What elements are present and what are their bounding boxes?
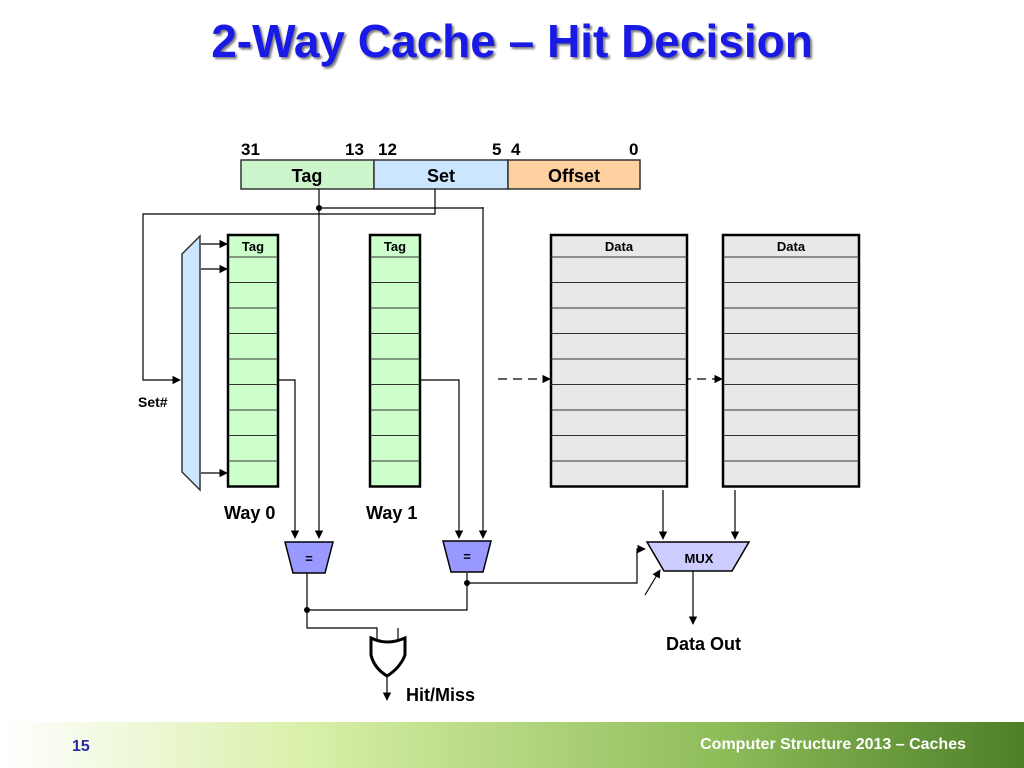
or-gate xyxy=(369,635,407,678)
set-decoder xyxy=(181,234,201,492)
array-header: Data xyxy=(777,239,806,254)
set-index-wire xyxy=(142,189,436,385)
way0-tag-out-wire xyxy=(279,379,300,539)
array-frame xyxy=(549,233,689,488)
set-number-label: Set# xyxy=(138,394,168,410)
comparator-way1-label: = xyxy=(463,549,471,564)
array-header: Data xyxy=(605,239,634,254)
array-frame xyxy=(368,233,422,488)
bit-31-label: 31 xyxy=(241,140,260,159)
data-array-way1: Data xyxy=(721,233,861,488)
way1-tag-out-wire xyxy=(420,379,464,539)
footer-caption: Computer Structure 2013 – Caches xyxy=(700,736,966,753)
tag-field xyxy=(240,159,375,190)
array-header: Tag xyxy=(384,239,406,254)
bit-5-label: 5 xyxy=(492,140,501,159)
cmp1-to-mux-wire xyxy=(466,544,646,584)
hit-miss-label: Hit/Miss xyxy=(406,685,475,705)
array-frame xyxy=(721,233,861,488)
bit-0-label: 0 xyxy=(629,140,638,159)
data-out-label: Data Out xyxy=(666,634,741,654)
offset-field-label: Offset xyxy=(548,166,600,186)
set-field xyxy=(373,159,509,190)
tag-array-way0: Tag xyxy=(226,233,280,488)
array-header: Tag xyxy=(242,239,264,254)
bit-13-label: 13 xyxy=(345,140,364,159)
tag-field-label: Tag xyxy=(292,166,323,186)
page-number: 15 xyxy=(72,738,90,755)
address-register: Tag Set Offset xyxy=(240,159,641,190)
set-field-label: Set xyxy=(427,166,455,186)
way-0-label: Way 0 xyxy=(224,503,275,523)
data-array-way0: Data xyxy=(549,233,689,488)
cmp1-to-or-wire xyxy=(307,583,468,611)
bit-12-label: 12 xyxy=(378,140,397,159)
bit-4-label: 4 xyxy=(511,140,521,159)
cmp0-to-or-wire xyxy=(306,573,378,639)
tag-array-way1: Tag xyxy=(368,233,422,488)
way-1-label: Way 1 xyxy=(366,503,417,523)
data-mux xyxy=(645,541,751,572)
offset-field xyxy=(507,159,641,190)
array-frame xyxy=(226,233,280,488)
slide-title: 2-Way Cache – Hit Decision xyxy=(211,15,813,67)
data-mux-label: MUX xyxy=(685,551,714,566)
comparator-way0 xyxy=(284,541,334,574)
comparator-way0-label: = xyxy=(305,551,313,566)
comparator-way1 xyxy=(442,540,492,573)
footer-bar xyxy=(0,722,1024,768)
